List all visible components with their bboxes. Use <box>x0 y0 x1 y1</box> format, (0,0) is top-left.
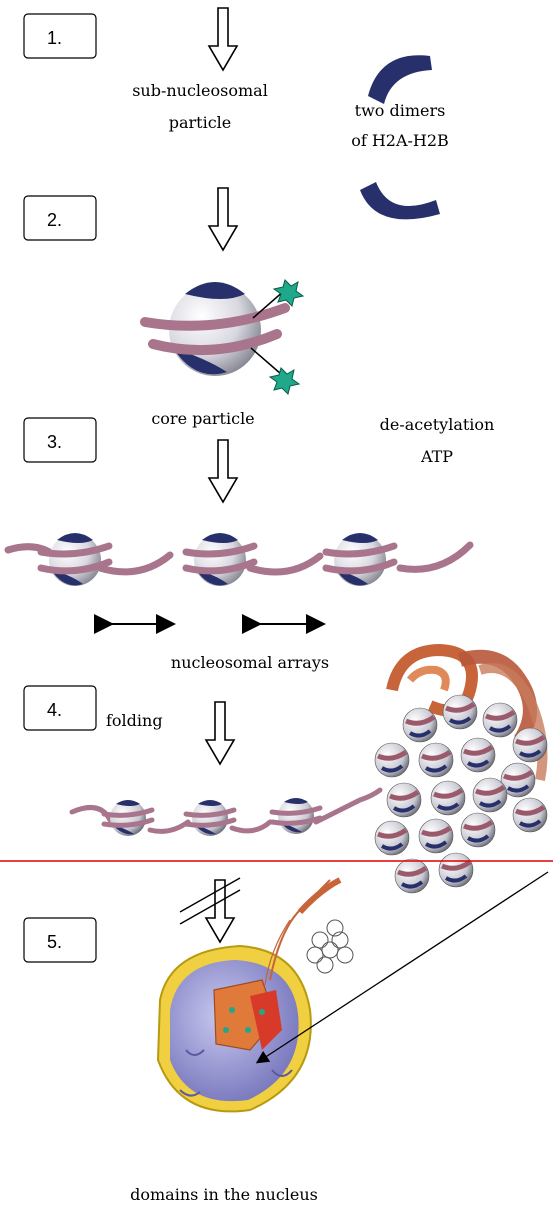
step-1-box: 1. <box>24 14 96 58</box>
small-array-image <box>72 790 380 836</box>
folding-label: folding <box>106 711 163 730</box>
dimer-top-shape <box>368 55 432 104</box>
step-2-box: 2. <box>24 196 96 240</box>
core-particle-image <box>145 282 285 376</box>
particle-label: particle <box>169 113 232 132</box>
fiber-loop-image <box>300 880 353 973</box>
two-dimers-label: two dimers <box>355 101 446 120</box>
step-4-label: 4. <box>47 700 62 720</box>
nucleus-image <box>158 880 330 1111</box>
down-arrow-1 <box>209 8 237 70</box>
step-5-label: 5. <box>47 932 62 952</box>
acetyl-group-top <box>274 280 303 306</box>
step-1-label: 1. <box>47 28 62 48</box>
h2a-h2b-label: of H2A-H2B <box>351 131 449 150</box>
core-particle-label: core particle <box>151 409 254 428</box>
block-mark <box>180 878 240 924</box>
step-3-box: 3. <box>24 418 96 462</box>
step-4-box: 4. <box>24 686 96 730</box>
down-arrow-2 <box>209 188 237 250</box>
chromatin-fiber-image <box>375 650 547 893</box>
step-3-label: 3. <box>47 432 62 452</box>
step-2-label: 2. <box>47 210 62 230</box>
down-arrow-4 <box>206 702 234 764</box>
down-arrow-3 <box>209 440 237 502</box>
deacetylation-label: de-acetylation <box>380 415 495 434</box>
domains-label: domains in the nucleus <box>130 1185 318 1204</box>
pointer-arrow <box>258 872 548 1062</box>
step-5-box: 5. <box>24 918 96 962</box>
dimer-bottom-shape <box>360 182 440 219</box>
nucleosomal-array-image <box>8 533 470 586</box>
acetyl-group-bottom <box>270 368 299 394</box>
sub-nucleosomal-label: sub-nucleosomal <box>132 81 268 100</box>
atp-label: ATP <box>420 447 453 466</box>
nucleosomal-arrays-label: nucleosomal arrays <box>171 653 329 672</box>
